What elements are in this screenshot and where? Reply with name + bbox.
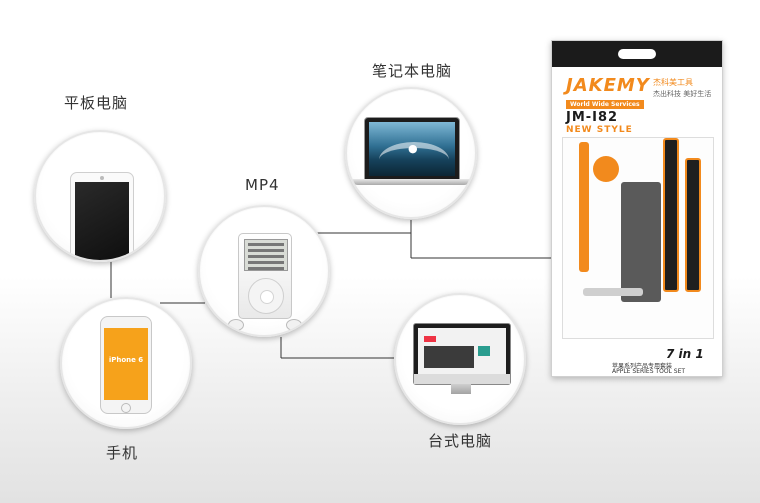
tablet-image	[70, 172, 134, 260]
mp4-circle	[198, 205, 330, 337]
suction-cup-icon	[593, 156, 619, 182]
tablet-circle	[34, 130, 166, 262]
laptop-circle: ●	[345, 87, 477, 219]
screwdriver-2-icon	[685, 158, 701, 292]
hang-tab	[552, 41, 722, 67]
package-subtitle-cn: 苹果系列产品专用套装	[612, 363, 673, 370]
spudger-icon	[621, 182, 661, 302]
home-button-icon	[121, 403, 131, 413]
ipod-image	[238, 233, 292, 319]
tagline: World Wide Services	[566, 100, 644, 109]
laptop-image: ●	[364, 117, 460, 181]
imac-stand	[451, 384, 471, 394]
iphone-image: iPhone 6	[100, 316, 152, 414]
tweezers-icon	[583, 288, 643, 296]
seven-in-one-label: 7 in 1	[666, 347, 704, 361]
model-number: JM-I82	[566, 110, 619, 125]
imac-image	[413, 323, 511, 385]
desktop-circle	[394, 293, 526, 425]
tablet-label: 平板电脑	[64, 94, 129, 112]
package-header: JAKEMY 杰科美工具 杰出科技 美好生活 World Wide Servic…	[552, 67, 722, 135]
pry-tool-icon	[579, 142, 589, 272]
phone-circle: iPhone 6	[60, 297, 192, 429]
mp4-label: MP4	[245, 176, 280, 194]
tool-set-package: JAKEMY 杰科美工具 杰出科技 美好生活 World Wide Servic…	[551, 40, 723, 377]
brand-cn: 杰科美工具	[653, 78, 693, 87]
laptop-base	[352, 179, 470, 185]
brand-logo: JAKEMY	[566, 75, 650, 96]
phone-screen-text: iPhone 6	[108, 356, 144, 364]
apple-logo-icon: ●	[408, 142, 418, 155]
desktop-label: 台式电脑	[428, 432, 493, 450]
earbud-right-icon	[286, 319, 302, 331]
slogan: 杰出科技 美好生活	[653, 90, 712, 98]
laptop-label: 笔记本电脑	[372, 62, 453, 80]
tool-tray	[562, 137, 714, 339]
screwdriver-1-icon	[663, 138, 679, 292]
earbud-left-icon	[228, 319, 244, 331]
phone-label: 手机	[106, 444, 139, 462]
package-subtitle-en: APPLE SERIES TOOL SET	[612, 368, 686, 375]
new-style-label: NEW STYLE	[566, 125, 633, 135]
